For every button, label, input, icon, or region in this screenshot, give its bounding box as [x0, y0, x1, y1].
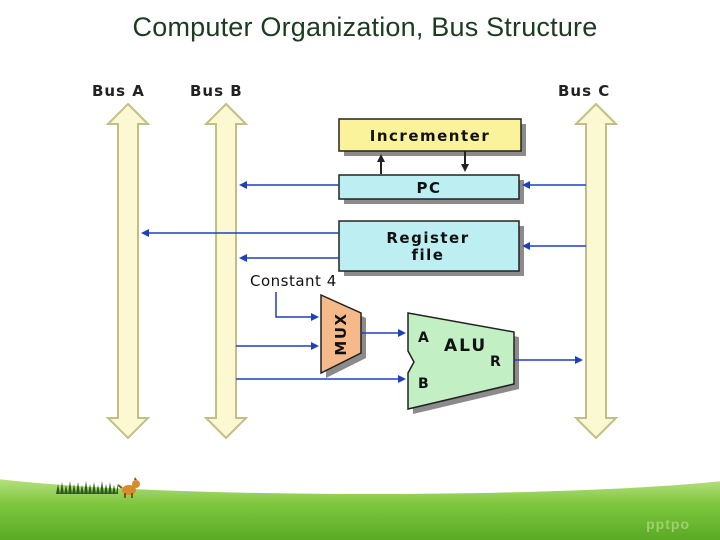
footer-banner: pptpo [0, 462, 720, 540]
alu-port-r-label: R [490, 354, 501, 370]
mux-block [320, 293, 362, 375]
grass-tuft-icon [56, 481, 118, 494]
alu-port-a-label: A [418, 330, 429, 346]
footer-watermark: pptpo [646, 516, 690, 532]
incrementer-box [338, 118, 522, 152]
bus-c-arrow [573, 102, 619, 440]
bus-a-arrow [105, 102, 151, 440]
bus-a-label: Bus A [92, 82, 145, 100]
dog-icon [118, 477, 140, 498]
slide-title: Computer Organization, Bus Structure [132, 12, 598, 42]
incrementer-label: Incrementer [370, 127, 490, 145]
bus-b-label: Bus B [190, 82, 243, 100]
constant-4-label: Constant 4 [250, 272, 337, 290]
register-file-box [338, 220, 520, 272]
register-file-label-line1: Register [386, 229, 469, 247]
mux-label: MUX [332, 312, 350, 355]
bus-c-label: Bus C [558, 82, 610, 100]
bus-structure-diagram: Bus A Bus B Bus C Incrementer PC Registe… [92, 82, 619, 440]
alu-label: ALU [444, 336, 487, 356]
constant-to-mux-arrow [275, 292, 319, 321]
register-file-label-line2: file [412, 246, 445, 264]
pc-label: PC [416, 179, 441, 197]
bus-b-arrow [203, 102, 249, 440]
pc-box [338, 174, 520, 200]
alu-port-b-label: B [418, 376, 429, 392]
alu-block [407, 312, 515, 410]
